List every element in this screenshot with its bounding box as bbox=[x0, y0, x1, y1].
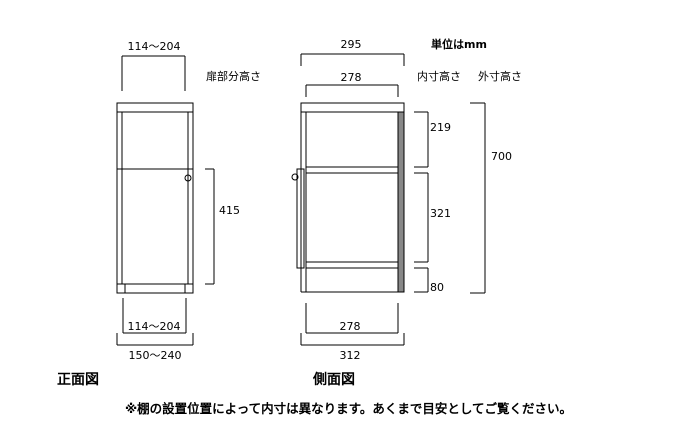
front-overall-width-label: 150～240 bbox=[128, 349, 182, 362]
front-bottom-width-label: 114～204 bbox=[127, 320, 181, 333]
middle-shelf bbox=[305, 166, 399, 174]
inner-middle-label: 321 bbox=[430, 207, 451, 220]
side-view-title: 側面図 bbox=[313, 372, 355, 388]
side-knob bbox=[291, 173, 299, 181]
front-right-wall bbox=[187, 111, 194, 285]
side-door-edge bbox=[296, 168, 305, 269]
outer-height-heading: 外寸高さ bbox=[478, 70, 522, 83]
back-panel bbox=[397, 111, 405, 293]
side-top-depth-label: 295 bbox=[340, 38, 362, 51]
footnote: ※棚の設置位置によって内寸は異なります。あくまで目安としてご覧ください。 bbox=[125, 401, 573, 416]
side-inner-depth-top-label: 278 bbox=[340, 71, 362, 84]
side-top-plate bbox=[300, 102, 405, 113]
front-base bbox=[116, 283, 194, 294]
bottom-shelf bbox=[305, 261, 399, 269]
inner-upper-label: 219 bbox=[430, 121, 451, 134]
door-height-heading: 扉部分高さ bbox=[206, 70, 261, 83]
front-view-drawing bbox=[116, 102, 194, 294]
side-overall-depth-label: 312 bbox=[339, 349, 361, 362]
unit-note: 単位はmm bbox=[431, 38, 487, 51]
front-top-plate bbox=[116, 102, 194, 113]
side-inner-depth-bottom-label: 278 bbox=[339, 320, 361, 333]
front-view-title: 正面図 bbox=[57, 372, 99, 388]
inner-bottom-label: 80 bbox=[430, 281, 444, 294]
side-dimension-lines bbox=[300, 53, 486, 346]
front-door bbox=[116, 168, 194, 285]
front-door-height-label: 415 bbox=[219, 204, 240, 217]
inner-height-heading: 内寸高さ bbox=[417, 70, 461, 83]
front-left-wall bbox=[116, 111, 123, 285]
side-view-drawing bbox=[291, 102, 405, 293]
door-knob bbox=[184, 174, 192, 182]
front-dimension-lines bbox=[116, 55, 215, 346]
front-top-width-label: 114～204 bbox=[127, 40, 181, 53]
outer-height-label: 700 bbox=[491, 150, 512, 163]
